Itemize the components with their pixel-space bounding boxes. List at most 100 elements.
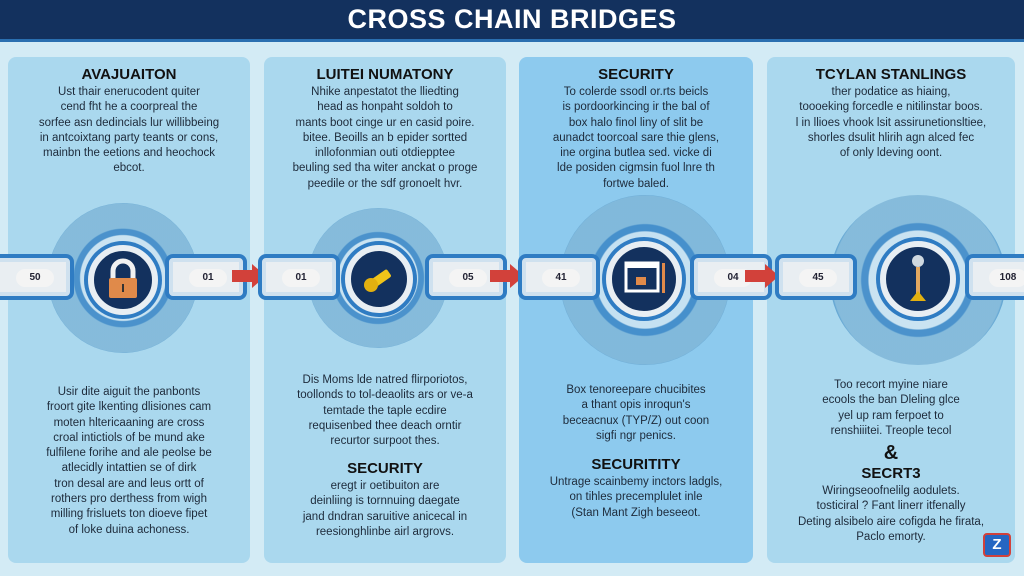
chain-label: 45: [799, 269, 837, 287]
paragraph-line: Paclo emorty.: [856, 530, 926, 543]
paragraph-line: inllofonmian outi otdiepptee: [314, 147, 456, 160]
paragraph-line: tron desal are and leus ortt of: [54, 477, 204, 490]
paragraph-line: yel up ram ferpoet to: [838, 409, 944, 422]
ampersand: &: [883, 442, 899, 464]
paragraph-line: tosticiral ? Fant linerr itfenally: [816, 500, 966, 513]
chain-link: 01: [165, 254, 247, 300]
paragraph-line: a thant opis inroqun's: [581, 399, 691, 412]
page-title: CROSS CHAIN BRIDGES: [347, 4, 677, 34]
panel-heading: LUITEI NUMATONY: [316, 66, 454, 83]
paragraph-line: moten hltericaaning are cross: [53, 416, 205, 429]
paragraph-line: of only ldeving oont.: [839, 147, 943, 160]
chain-link: 01: [258, 254, 340, 300]
paragraph-line: of loke duina achoness.: [68, 523, 190, 536]
paragraph-line: ther podatice as hiaing,: [831, 86, 951, 98]
paragraph-line: lde posiden cigmsin fuol lnre th: [557, 162, 715, 175]
panel-subheading: SECURITY: [347, 460, 423, 477]
paragraph-line: (Stan Mant Zigh beseeot.: [571, 506, 701, 519]
paragraph-line: head as honpaht soldoh to: [317, 101, 453, 114]
paragraph-line: aunadct toorcoal sare thie glens,: [552, 131, 720, 144]
panel-paragraph: To colerde ssodl or.rts beicls is pordoor…: [519, 85, 753, 192]
paragraph-line: beceacnux (TYP/Z) out coon: [562, 414, 710, 427]
paragraph-line: in antcoixtang party teants or cons,: [39, 131, 219, 144]
logo-text: Z: [992, 536, 1002, 553]
panel-paragraph: eregt ir oetibuiton are deinliing is torn…: [264, 479, 506, 540]
paragraph-line: on tihles precemplulet inle: [569, 491, 703, 504]
panel-paragraph: Untrage scainbemy inctors ladgls, on tihl…: [519, 475, 753, 521]
paragraph-line: Untrage scainbemy inctors ladgls,: [549, 476, 723, 488]
key-icon: [345, 245, 413, 313]
chain-link: 108: [965, 254, 1024, 300]
paragraph-line: fortwe baled.: [603, 177, 669, 190]
paragraph-line: requisenbed thee deach orntir: [308, 419, 462, 432]
panel-paragraph: Nhike anpestatot the lliedting head as ho…: [264, 85, 506, 192]
paragraph-line: Usir dite aiguit the panbonts: [57, 386, 201, 398]
chain-label: 01: [282, 269, 320, 287]
paragraph-line: Wiringseoofnelilg aodulets.: [822, 485, 960, 497]
panel-paragraph: Wiringseoofnelilg aodulets. tosticiral ? …: [767, 484, 1015, 545]
paragraph-line: milling frisluets ton dioeve fipet: [50, 508, 208, 521]
chain-label: 41: [542, 269, 580, 287]
chain-link: 41: [518, 254, 600, 300]
paragraph-line: eregt ir oetibuiton are: [330, 480, 440, 492]
browser-lock-icon: [606, 241, 682, 317]
panel-heading: SECURITY: [598, 66, 674, 83]
paragraph-line: froort gite lkenting dlisiones cam: [46, 401, 212, 414]
paragraph-line: mants boot cinge ur en casid poire.: [295, 116, 475, 129]
paragraph-line: l in llioes vhook lsit assirunetionsltie…: [795, 116, 987, 129]
paragraph-line: ecools the ban Dleling glce: [822, 394, 960, 407]
chain-label: 05: [449, 269, 487, 287]
panel-paragraph: Too recort myine niare ecools the ban Dle…: [767, 378, 1015, 439]
paragraph-line: cend fht he a coorpreal the: [60, 101, 198, 114]
paragraph-line: reesionghlinbe airl argrovs.: [315, 525, 455, 538]
paragraph-line: To colerde ssodl or.rts beicls: [563, 86, 709, 98]
paragraph-line: bitee. Beoills an b epider sortted: [302, 131, 468, 144]
paragraph-line: peedile or the sdf gronoelt hvr.: [307, 177, 463, 190]
bridge-chain: 50 01 01 05 41 04 45 108: [0, 254, 1024, 302]
paragraph-line: ebcot.: [113, 162, 145, 175]
paragraph-line: croal intictiols of be mund ake: [53, 431, 205, 444]
paragraph-line: Deting alsibelo aire cofigda he firata,: [797, 515, 985, 528]
paragraph-line: Box tenoreepare chucibites: [566, 384, 706, 396]
paragraph-line: recurtor surpoot thes.: [330, 435, 440, 448]
panel-subheading: SECRT3: [861, 465, 921, 482]
panel-subheading: SECURITITY: [591, 456, 681, 473]
chain-link: 50: [0, 254, 74, 300]
paragraph-line: temtade the taple ecdire: [323, 404, 447, 417]
paragraph-line: jand dndran saruitive anicecal in: [302, 510, 468, 523]
paragraph-line: mainbn the eetions and heochock: [43, 147, 215, 160]
chain-label: 01: [189, 269, 227, 287]
paragraph-line: box halo finol liny of slit be: [568, 116, 704, 129]
paragraph-line: sorfee asn dedincials lur willibbeing: [38, 116, 220, 129]
paragraph-line: toooeking forcedle e nitilinstar boos.: [799, 101, 983, 114]
paragraph-line: beuling sed tha witer anckat o proge: [292, 162, 478, 175]
paragraph-line: Too recort myine niare: [834, 379, 948, 391]
panel-heading: AVAJUAITON: [81, 66, 177, 83]
paragraph-line: toollonds to tol-deaolits ars or ve-a: [297, 389, 473, 402]
paragraph-line: Nhike anpestatot the lliedting: [311, 86, 459, 98]
chain-label: 50: [16, 269, 54, 287]
paragraph-line: ine orgina butlea sed. vicke di: [560, 147, 712, 160]
chain-label: 04: [714, 269, 752, 287]
panel-heading: TCYLAN STANLINGS: [815, 66, 967, 83]
paragraph-line: sigfi ngr penics.: [596, 429, 676, 442]
panel-paragraph: Box tenoreepare chucibites a thant opis i…: [519, 383, 753, 444]
title-bar: CROSS CHAIN BRIDGES: [0, 0, 1024, 42]
paragraph-line: is pordoorkincing ir the bal of: [562, 101, 710, 114]
logo-badge: Z: [983, 533, 1011, 557]
panel-paragraph: Usir dite aiguit the panbonts froort gite…: [8, 385, 250, 538]
chain-link: 45: [775, 254, 857, 300]
panel-paragraph: Dis Moms lde natred flirporiotos, toollon…: [264, 373, 506, 449]
paragraph-line: deinliing is tornnuing daegate: [310, 495, 460, 508]
paragraph-line: renshiiitei. Treople tecol: [830, 424, 952, 437]
paragraph-line: atlecidly intattien se of dirk: [61, 462, 197, 475]
paragraph-line: shorles dsulit hlirih agn alced fec: [807, 131, 975, 144]
torch-icon: [880, 241, 956, 317]
paragraph-line: rothers pro derthess from wigh: [51, 493, 207, 506]
paragraph-line: fulfilene forihe and ale peolse be: [46, 447, 212, 460]
paragraph-line: Dis Moms lde natred flirporiotos,: [302, 374, 468, 386]
panel-paragraph: ther podatice as hiaing, toooeking forced…: [767, 85, 1015, 161]
padlock-icon: [88, 245, 158, 315]
